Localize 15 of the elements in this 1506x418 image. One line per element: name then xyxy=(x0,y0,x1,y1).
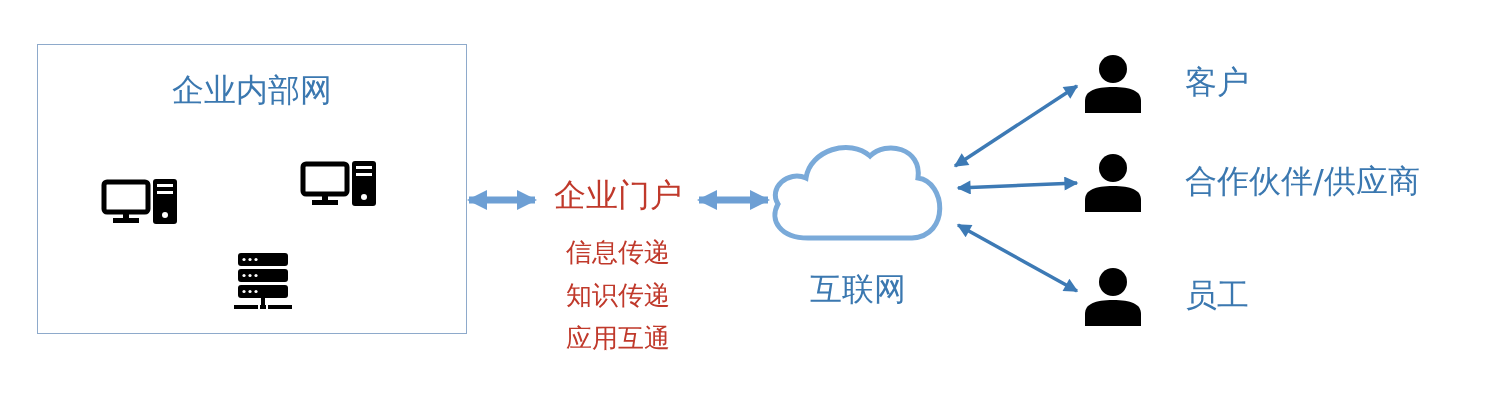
box-title: 企业内部网 xyxy=(171,73,333,109)
double-arrow xyxy=(697,190,770,210)
function-label: 知识传递 xyxy=(564,281,671,310)
double-arrow xyxy=(956,223,1079,293)
double-arrow xyxy=(953,84,1079,168)
function-label: 应用互通 xyxy=(564,324,671,353)
double-arrow xyxy=(467,190,537,210)
role-label: 合作伙伴/供应商 xyxy=(1185,164,1420,200)
function-label: 信息传递 xyxy=(564,238,671,267)
role-label: 客户 xyxy=(1185,65,1249,101)
portal-label: 企业门户 xyxy=(552,178,683,214)
role-label: 员工 xyxy=(1185,278,1249,314)
double-arrow xyxy=(956,176,1079,195)
internet-label: 互联网 xyxy=(809,272,907,308)
network-box xyxy=(37,44,467,334)
